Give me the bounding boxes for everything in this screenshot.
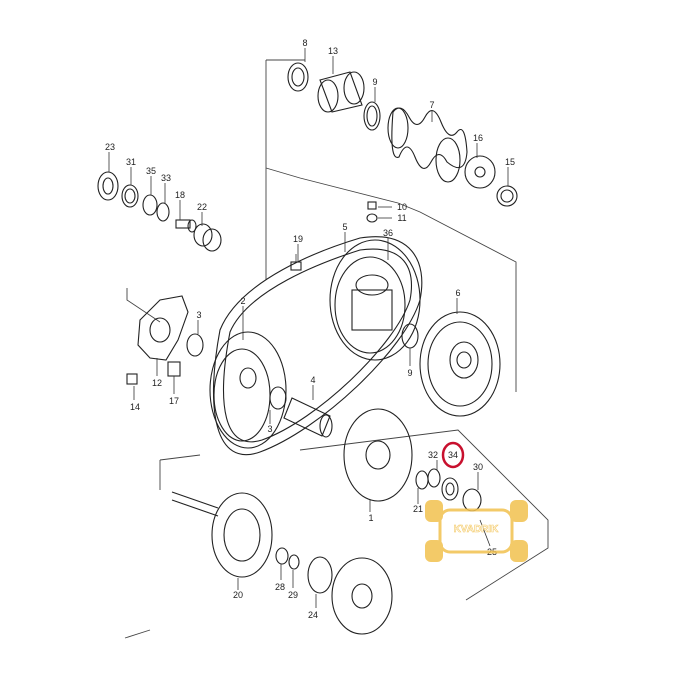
label-3-left: 3 — [196, 310, 201, 320]
part-17-roller — [167, 361, 181, 377]
label-15: 15 — [505, 157, 515, 167]
part-34-bearing — [441, 477, 459, 501]
label-13: 13 — [328, 46, 338, 56]
part-32-washer — [427, 468, 441, 488]
label-4: 4 — [310, 375, 315, 385]
part-7-spring — [387, 107, 468, 183]
part-28-washer — [275, 547, 289, 565]
label-2: 2 — [240, 296, 245, 306]
part-35-washer — [142, 194, 158, 216]
watermark-logo: KVADRIK — [425, 500, 528, 562]
part-11-nut — [366, 213, 378, 223]
part-20-clutch-drum — [171, 491, 273, 578]
label-31: 31 — [126, 157, 136, 167]
label-8: 8 — [302, 38, 307, 48]
part-22-collar — [193, 223, 222, 252]
label-11: 11 — [397, 213, 406, 223]
label-29: 29 — [288, 590, 298, 600]
label-7: 7 — [429, 100, 434, 110]
highlight-circle-34 — [441, 441, 465, 469]
part-21-washer — [415, 470, 429, 490]
label-32: 32 — [428, 450, 438, 460]
part-23-bearing — [97, 171, 119, 201]
part-16-plate — [464, 155, 496, 189]
label-17: 17 — [169, 396, 179, 406]
label-21: 21 — [413, 504, 423, 514]
label-19: 19 — [293, 234, 303, 244]
label-9-mid: 9 — [407, 368, 412, 378]
part-5-belt — [212, 236, 423, 456]
part-24-bearing — [307, 556, 333, 594]
part-13-collar — [287, 62, 365, 113]
label-30: 30 — [473, 462, 483, 472]
label-10: 10 — [397, 202, 407, 212]
label-18: 18 — [175, 190, 185, 200]
label-22: 22 — [197, 202, 207, 212]
label-12: 12 — [152, 378, 162, 388]
assembly-frame — [124, 59, 549, 639]
label-35: 35 — [146, 166, 156, 176]
highlight-marker — [441, 441, 465, 469]
watermark-text: KVADRIK — [454, 524, 500, 535]
label-24: 24 — [308, 610, 318, 620]
part-2-drive-sheave — [209, 331, 287, 449]
label-23: 23 — [105, 142, 115, 152]
label-33: 33 — [161, 173, 171, 183]
part-14-slider — [126, 373, 138, 385]
part-6-housing — [419, 311, 501, 417]
part-4-sleeve — [283, 397, 333, 438]
label-1: 1 — [368, 513, 373, 523]
part-31-seal — [121, 184, 139, 208]
part-12-fixed-face — [137, 295, 189, 361]
part-3-ring-lower — [269, 386, 287, 410]
label-28: 28 — [275, 582, 285, 592]
part-9-ring-lower — [401, 323, 419, 349]
label-3-lower: 3 — [267, 424, 272, 434]
part-9-ring — [363, 101, 381, 131]
part-25-clutch-shoe — [331, 557, 393, 635]
label-16: 16 — [473, 133, 483, 143]
part-29-washer — [288, 554, 300, 570]
label-36: 36 — [383, 228, 393, 238]
part-36-driven-sheave — [329, 239, 421, 361]
label-34: 34 — [448, 450, 458, 460]
part-30-nut — [462, 488, 482, 512]
label-20: 20 — [233, 590, 243, 600]
label-14: 14 — [130, 402, 140, 412]
part-18-bolt — [175, 219, 197, 233]
label-5: 5 — [342, 222, 347, 232]
part-3-ring — [186, 333, 204, 357]
part-19-bolt — [290, 254, 302, 271]
part-10-screw — [367, 201, 377, 210]
part-1-fan-sheave — [343, 408, 413, 502]
label-9-top: 9 — [372, 77, 377, 87]
label-6: 6 — [455, 288, 460, 298]
part-15-nut — [496, 185, 518, 207]
part-33-ring — [156, 202, 170, 222]
part-labels: 8 13 9 7 16 15 23 31 35 33 18 22 19 10 1… — [105, 38, 515, 620]
leader-lines — [108, 48, 509, 608]
